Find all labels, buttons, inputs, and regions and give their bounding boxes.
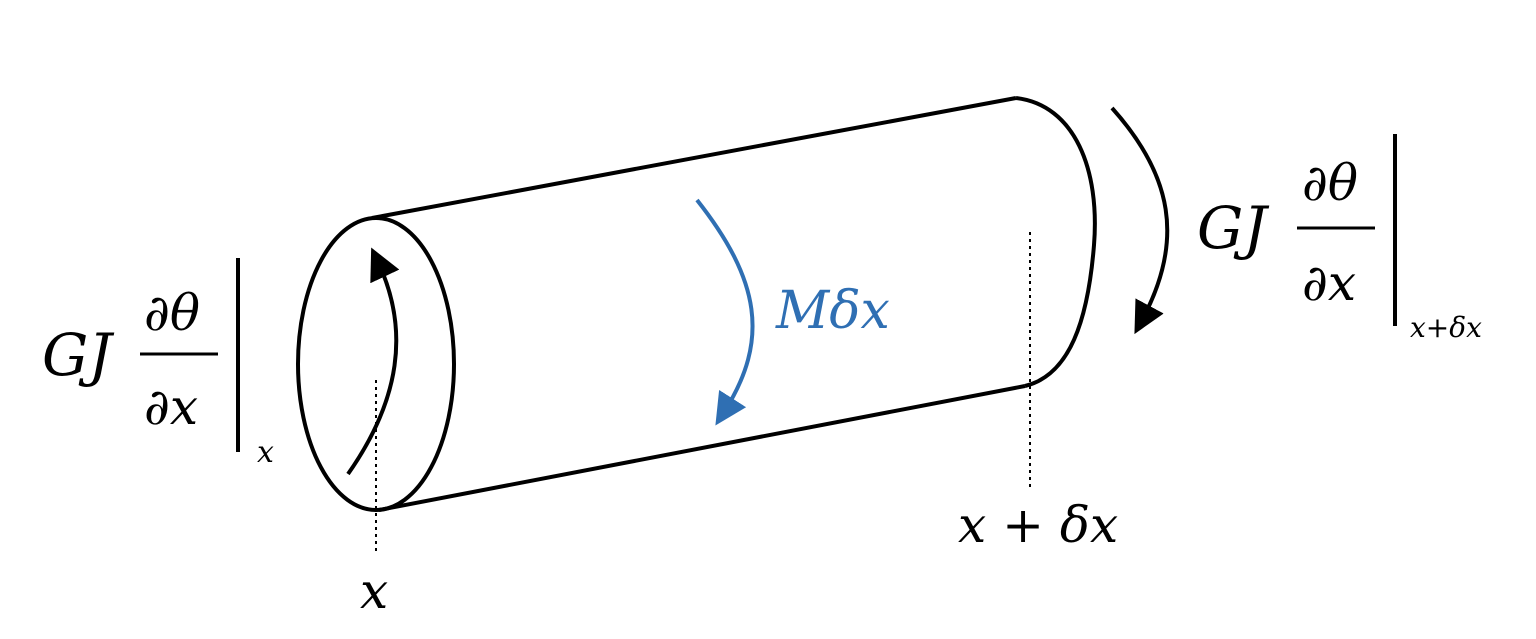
distributed-moment-label: Mδx [775,281,890,341]
top-generator-line [371,96,1017,220]
left-torque-arrow [346,247,400,476]
right-end-outline [1015,96,1097,388]
left-denominator: ∂x [144,378,198,436]
right-numerator: ∂θ [1302,154,1358,212]
shaft-element [296,96,1097,512]
right-torque-arrow [1110,106,1170,335]
left-position-label: x [360,562,388,620]
right-position-label: x + δx [958,496,1118,554]
bottom-generator-line [378,384,1026,512]
left-eval-subscript: x [257,435,274,470]
left-coefficient: GJ [42,321,114,389]
left-numerator: ∂θ [144,284,200,342]
right-eval-subscript: x+δx [1410,311,1482,344]
distributed-moment-arrow [695,198,755,426]
right-denominator: ∂x [1302,254,1356,312]
left-moment-label: GJ ∂θ ∂x x [42,258,274,470]
right-moment-label: GJ ∂θ ∂x x+δx [1197,134,1482,344]
right-coefficient: GJ [1197,194,1269,262]
